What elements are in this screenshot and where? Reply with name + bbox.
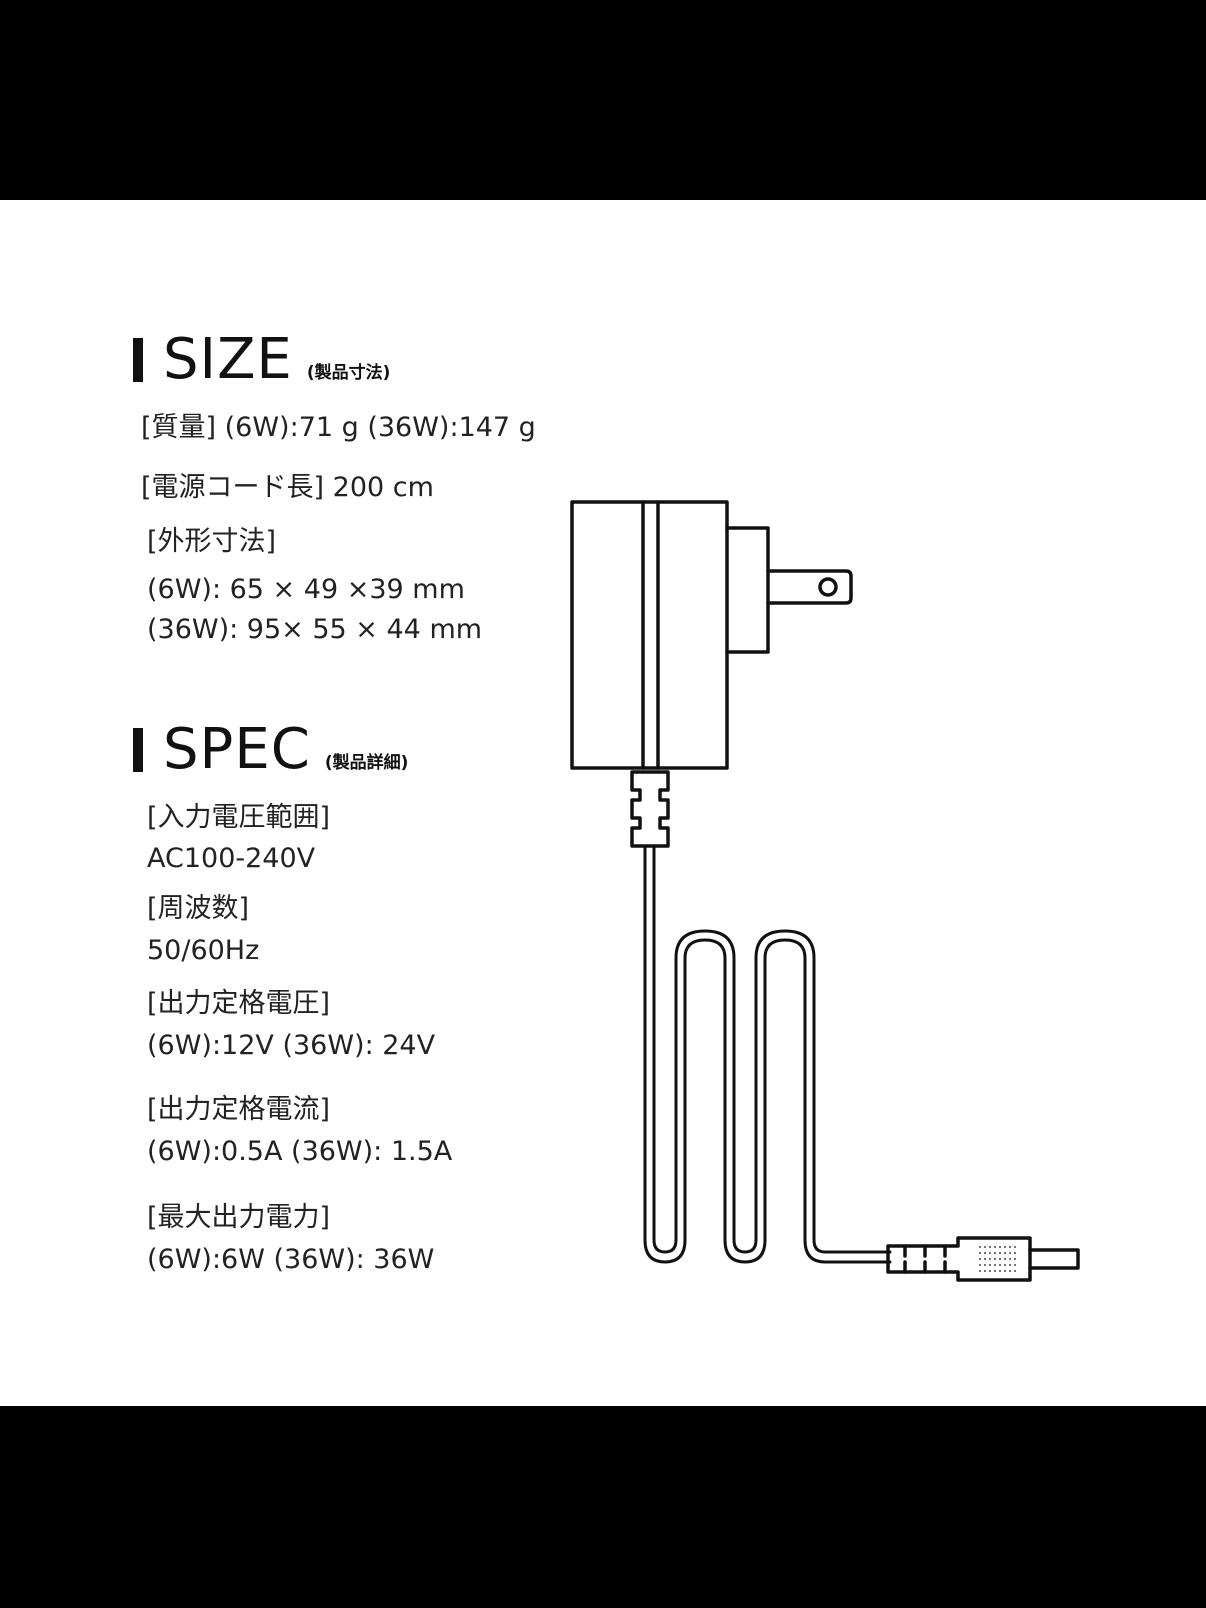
prong-hole: [818, 577, 838, 597]
plug-prong: [766, 569, 853, 605]
grip-dot: [989, 1252, 991, 1254]
spec-output-current-label: [出力定格電流]: [147, 1094, 331, 1125]
grip-dot: [1004, 1246, 1006, 1248]
spec-heading: SPEC (製品詳細): [133, 722, 408, 778]
spec-output-current-value: (6W):0.5A (36W): 1.5A: [147, 1136, 453, 1167]
grip-dot: [1009, 1252, 1011, 1254]
grip-dot: [999, 1246, 1001, 1248]
grip-dot: [999, 1264, 1001, 1266]
cable-outer: [643, 844, 892, 1264]
grip-dot: [984, 1246, 986, 1248]
grip-dot: [1009, 1270, 1011, 1272]
spec-max-power-value: (6W):6W (36W): 36W: [147, 1244, 435, 1275]
grip-dot: [989, 1258, 991, 1260]
grip-dot: [994, 1246, 996, 1248]
grip-texture: [979, 1246, 1016, 1272]
grip-dot: [1004, 1270, 1006, 1272]
grip-dot: [1009, 1264, 1011, 1266]
size-dimensions-label: [外形寸法]: [147, 526, 277, 557]
spec-output-voltage-value: (6W):12V (36W): 24V: [147, 1030, 436, 1061]
grip-dot: [999, 1258, 1001, 1260]
grip-dot: [1014, 1264, 1016, 1266]
spec-title: SPEC: [163, 717, 311, 782]
ac-adapter-icon: [570, 500, 1080, 1282]
size-title: SIZE: [163, 327, 293, 392]
spec-subtitle: (製品詳細): [324, 753, 409, 773]
top-letterbox-band: [0, 0, 1206, 200]
grip-dot: [994, 1264, 996, 1266]
spec-frequency-label: [周波数]: [147, 893, 250, 924]
grip-dot: [999, 1252, 1001, 1254]
grip-dot: [979, 1252, 981, 1254]
grip-dot: [979, 1246, 981, 1248]
adapter-body: [570, 500, 729, 770]
grip-dot: [979, 1270, 981, 1272]
plug-mount: [725, 526, 770, 654]
size-weight: [質量] (6W):71 g (36W):147 g: [141, 412, 536, 443]
grip-dot: [1004, 1264, 1006, 1266]
grip-dot: [1009, 1246, 1011, 1248]
grip-dot: [984, 1252, 986, 1254]
bottom-letterbox-band: [0, 1406, 1206, 1608]
grip-dot: [1009, 1258, 1011, 1260]
size-cord-length: [電源コード長] 200 cm: [141, 472, 434, 503]
size-heading: SIZE (製品寸法): [133, 332, 390, 388]
grip-dot: [984, 1270, 986, 1272]
spec-input-voltage-label: [入力電圧範囲]: [147, 802, 331, 833]
grip-dot: [984, 1264, 986, 1266]
grip-dot: [994, 1252, 996, 1254]
grip-dot: [999, 1270, 1001, 1272]
dc-connector-grip: [886, 1236, 1032, 1282]
dc-connector-tip: [1028, 1248, 1080, 1270]
spec-frequency-value: 50/60Hz: [147, 935, 260, 966]
size-subtitle: (製品寸法): [306, 363, 391, 383]
grip-dot: [984, 1258, 986, 1260]
grip-dot: [979, 1258, 981, 1260]
grip-dot: [1004, 1252, 1006, 1254]
grip-dot: [1004, 1258, 1006, 1260]
grip-dot: [989, 1270, 991, 1272]
heading-bar: [133, 728, 143, 772]
grip-dot: [989, 1264, 991, 1266]
grip-dot: [994, 1270, 996, 1272]
size-dimensions-36w: (36W): 95× 55 × 44 mm: [147, 614, 483, 645]
cable-inner: [652, 844, 892, 1254]
spec-sheet: SIZE (製品寸法) [質量] (6W):71 g (36W):147 g […: [0, 200, 1206, 1406]
grip-dot: [1014, 1270, 1016, 1272]
spec-max-power-label: [最大出力電力]: [147, 1202, 331, 1233]
grip-dot: [994, 1258, 996, 1260]
grip-dot: [989, 1246, 991, 1248]
grip-dot: [979, 1264, 981, 1266]
size-dimensions-6w: (6W): 65 × 49 ×39 mm: [147, 574, 465, 605]
grip-dot: [1014, 1246, 1016, 1248]
spec-input-voltage-value: AC100-240V: [147, 843, 316, 874]
strain-relief: [630, 770, 670, 848]
grip-dot: [1014, 1258, 1016, 1260]
heading-bar: [133, 338, 143, 382]
spec-output-voltage-label: [出力定格電圧]: [147, 988, 331, 1019]
grip-dot: [1014, 1252, 1016, 1254]
